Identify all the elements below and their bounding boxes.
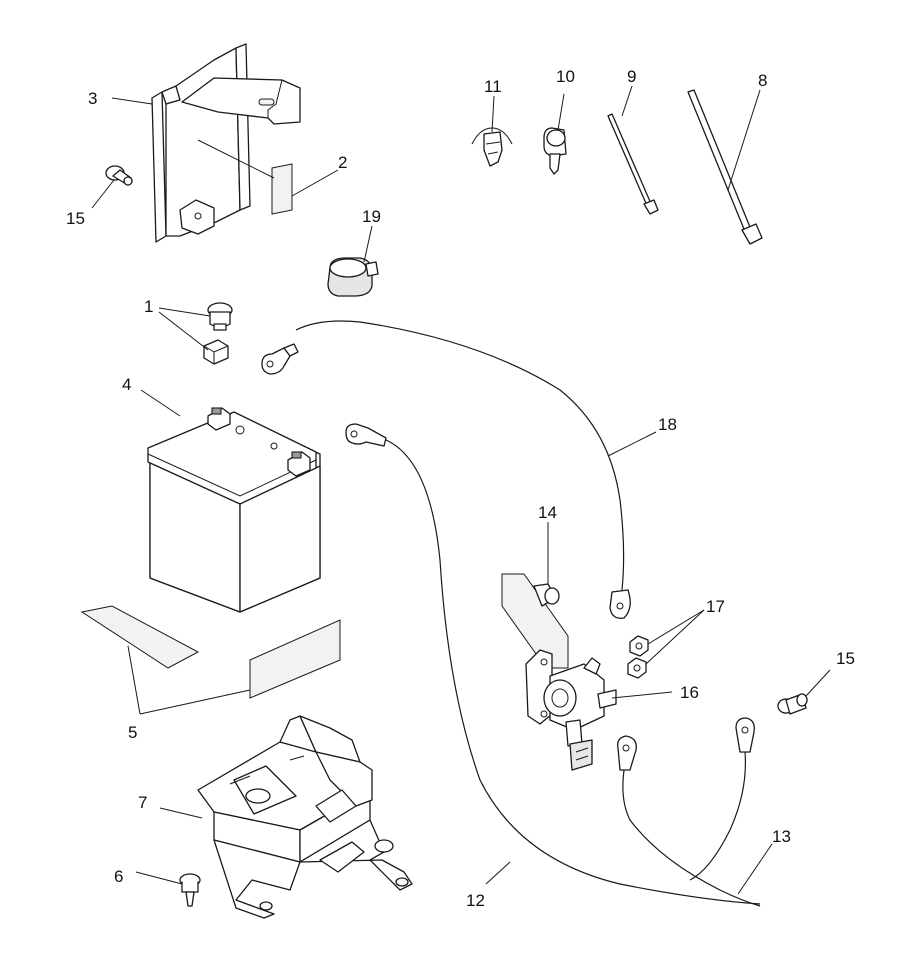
callout-17: 17 xyxy=(706,597,725,616)
part-18-ring-terminal-upper[interactable] xyxy=(261,343,299,375)
callout-14: 14 xyxy=(538,503,557,522)
callout-5: 5 xyxy=(128,723,137,742)
callout-1: 1 xyxy=(144,297,153,316)
callout-10: 10 xyxy=(556,67,575,86)
callout-11: 11 xyxy=(484,77,502,96)
part-17-nut-upper[interactable] xyxy=(629,635,649,657)
part-8-cable-tie-large[interactable] xyxy=(687,89,763,245)
part-17-nut-lower[interactable] xyxy=(627,657,647,679)
callout-3: 3 xyxy=(88,89,97,108)
part-16-starter-solenoid[interactable] xyxy=(525,649,617,771)
callout-12: 12 xyxy=(466,891,485,910)
part-4-battery[interactable] xyxy=(147,407,321,613)
part-5-decal-right[interactable] xyxy=(249,619,341,699)
part-11-push-clip[interactable] xyxy=(471,127,513,167)
callout-19: 19 xyxy=(362,207,381,226)
callout-4: 4 xyxy=(122,375,131,394)
leader-lines xyxy=(91,85,831,895)
callout-13: 13 xyxy=(772,827,791,846)
part-1-terminal-nut[interactable] xyxy=(203,339,229,365)
callout-8: 8 xyxy=(758,71,767,90)
part-15-screw-lower[interactable] xyxy=(777,693,808,715)
part-10-wire-clip[interactable] xyxy=(543,127,567,175)
part-15-screw-upper[interactable] xyxy=(105,165,133,186)
callout-16: 16 xyxy=(680,683,699,702)
part-1-terminal-bolt[interactable] xyxy=(207,302,233,331)
callout-2: 2 xyxy=(338,153,347,172)
part-12-ground-cable[interactable] xyxy=(345,423,761,905)
callout-18: 18 xyxy=(658,415,677,434)
callout-9: 9 xyxy=(627,67,636,86)
part-18-positive-cable[interactable] xyxy=(295,320,631,619)
callout-7: 7 xyxy=(138,793,147,812)
callout-15-lower: 15 xyxy=(836,649,855,668)
part-5-decal-left[interactable] xyxy=(80,605,200,669)
part-7-battery-box[interactable] xyxy=(197,715,413,919)
part-9-cable-tie-small[interactable] xyxy=(607,113,659,215)
part-19-terminal-cap[interactable] xyxy=(327,257,379,297)
part-6-bolt[interactable] xyxy=(179,873,201,907)
callout-15-upper: 15 xyxy=(66,209,85,228)
callout-labels: 3 2 15 19 11 10 9 8 1 4 18 14 17 15 16 5… xyxy=(66,67,855,910)
part-2-decal[interactable] xyxy=(271,163,293,215)
part-14-boot[interactable] xyxy=(533,583,560,607)
callout-6: 6 xyxy=(114,867,123,886)
part-14-decal[interactable] xyxy=(501,573,569,669)
part-13-starter-cable[interactable] xyxy=(617,717,761,907)
